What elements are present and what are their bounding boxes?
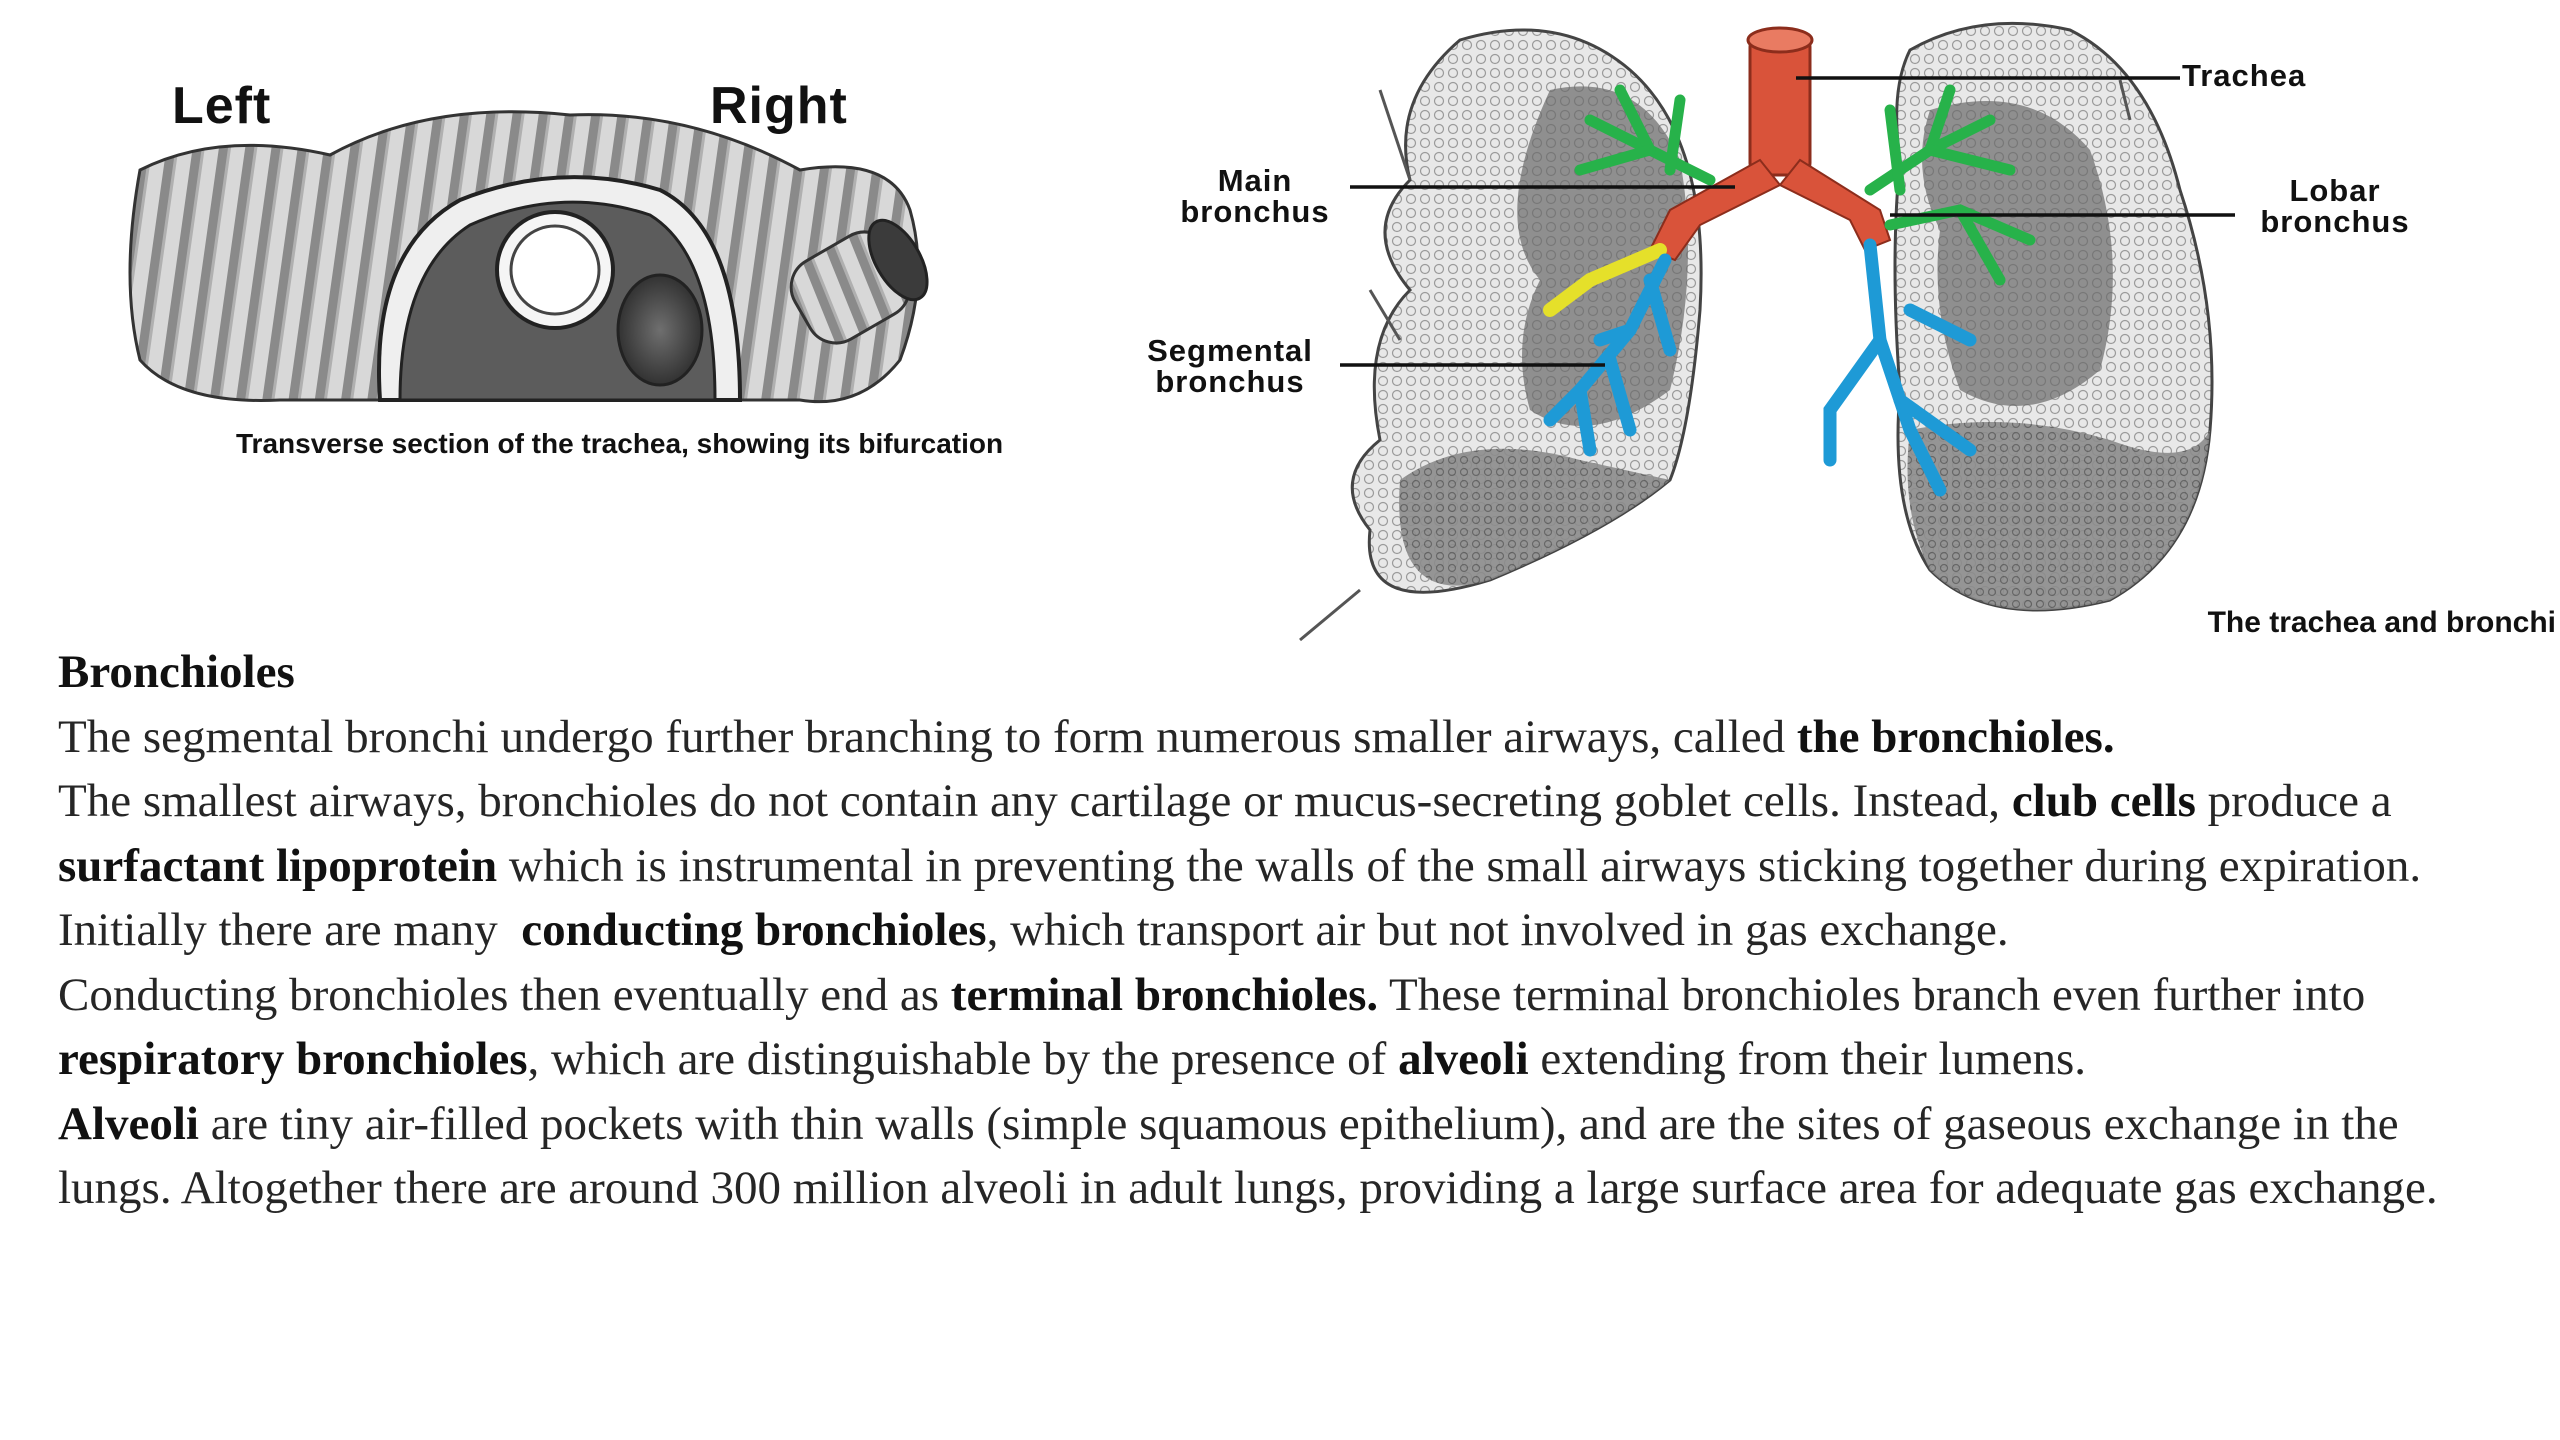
paragraph-text-run: , which transport air but not involved i… (986, 904, 2009, 956)
paragraph-text-run: The segmental bronchi undergo further br… (58, 710, 1797, 763)
paragraph-text-run: The smallest airways, bronchioles do not… (58, 775, 2012, 827)
paragraph-text-run: Initially there are many (58, 904, 522, 956)
term-club-cells: club cells (2011, 775, 2196, 827)
main-bronchus-label: Main bronchus (1180, 163, 1330, 229)
section-heading: Bronchioles (58, 646, 295, 698)
term-surfactant-lipoprotein: surfactant lipoprotein (58, 839, 498, 892)
trachea-section-caption: Transverse section of the trachea, showi… (236, 428, 1004, 459)
paragraph-text-run: are tiny air-filled pockets with thin wa… (58, 1097, 2438, 1215)
term-conducting-bronchioles: conducting bronchioles (521, 904, 987, 956)
term-alveoli: alveoli (1398, 1033, 1529, 1085)
paragraph-text-run: produce a (2195, 775, 2392, 827)
paragraph-text-run: which is instrumental in preventing the … (497, 839, 2422, 892)
paragraph-text-run: extending from their lumens. (1528, 1033, 2086, 1085)
paragraph-alveoli: Alveoli are tiny air-filled pockets with… (58, 1092, 2518, 1221)
trachea-label: Trachea (2182, 58, 2307, 93)
term-alveoli-start: Alveoli (58, 1097, 199, 1150)
trachea-section-illustration (128, 110, 929, 404)
term-the-bronchioles: the bronchioles. (1796, 710, 2115, 763)
paragraph-text-run: , which are distinguishable by the prese… (527, 1033, 1399, 1085)
lobar-bronchus-label: Lobar bronchus (2260, 173, 2410, 239)
lungs-bronchial-tree-illustration (1299, 21, 2235, 642)
paragraph-bronchioles-intro: The segmental bronchi undergo further br… (58, 705, 2518, 770)
bronchioles-section: Bronchioles The segmental bronchi underg… (58, 640, 2518, 1221)
trachea-section-figure: Left Right Transverse section of the tra… (100, 60, 1050, 500)
lungs-bronchi-figure: Trachea Main bronchus Lobar bronchus Seg… (1110, 10, 2560, 650)
paragraph-text-run: Conducting bronchioles then eventually e… (58, 968, 951, 1021)
term-terminal-bronchioles: terminal bronchioles. (950, 968, 1379, 1021)
paragraph-terminal-bronchioles: Conducting bronchioles then eventually e… (58, 963, 2518, 1092)
paragraph-conducting-bronchioles: Initially there are many conducting bron… (58, 898, 2518, 963)
paragraph-smallest-airways: The smallest airways, bronchioles do not… (58, 769, 2518, 898)
lungs-figure-caption: The trachea and bronchi (2207, 606, 2556, 639)
left-label: Left (172, 77, 272, 135)
right-label: Right (710, 77, 848, 135)
paragraph-text-run: These terminal bronchioles branch even f… (1378, 968, 2366, 1021)
segmental-bronchus-label: Segmental bronchus (1147, 333, 1313, 399)
term-respiratory-bronchioles: respiratory bronchioles (58, 1033, 528, 1085)
